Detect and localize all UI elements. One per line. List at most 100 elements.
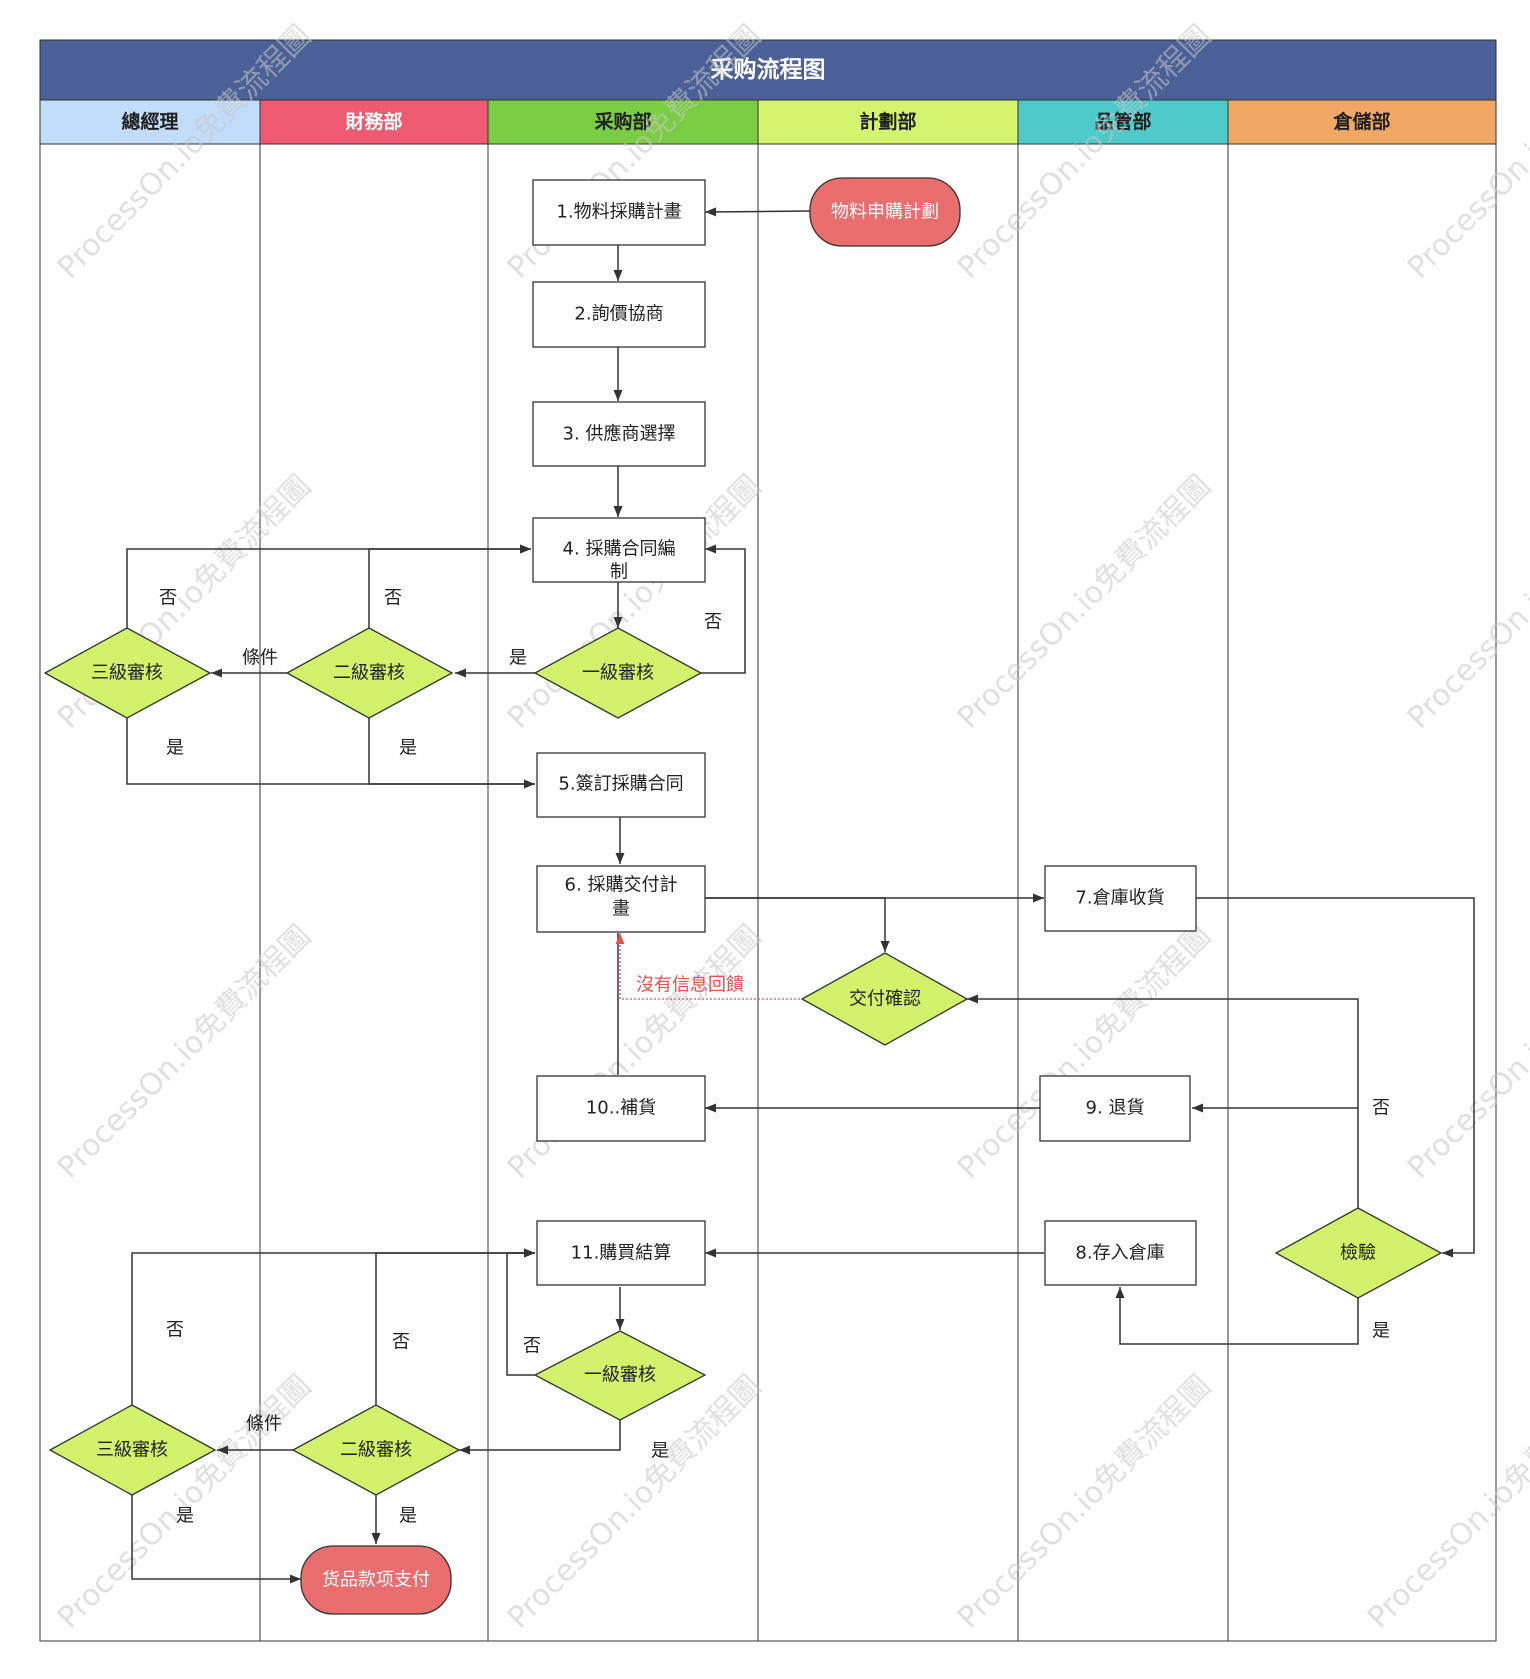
label-condition-upper: 條件 — [242, 648, 278, 669]
node-payment[interactable]: 货品款项支付 — [300, 1545, 452, 1615]
edge-inspect-yes-to-n8 — [1115, 1287, 1359, 1345]
label-no-d3b: 否 — [166, 1320, 184, 1341]
node-replenish[interactable]: 10..補貨 — [536, 1075, 706, 1142]
svg-text:10..補貨: 10..補貨 — [586, 1098, 656, 1119]
decision-level1-review-contract[interactable]: 一級審核 — [533, 627, 703, 719]
svg-text:二級審核: 二級審核 — [333, 663, 405, 684]
node-delivery-plan[interactable]: 6. 採購交付計 畫 — [536, 865, 706, 933]
edge-d2b-no-to-n11 — [375, 1248, 535, 1405]
swimlane-bodies — [39, 143, 1497, 1642]
svg-text:三級審核: 三級審核 — [96, 1440, 168, 1461]
decision-level2-review-settlement[interactable]: 二級審核 — [291, 1404, 461, 1496]
label-yes-d2a: 是 — [399, 738, 417, 759]
svg-text:货品款项支付: 货品款项支付 — [322, 1570, 430, 1591]
edge-feedback-to-n6 — [615, 933, 800, 1000]
svg-text:交付確認: 交付確認 — [849, 989, 921, 1010]
decision-level3-review-contract[interactable]: 三級審核 — [43, 627, 212, 719]
watermarks: ProcessOn.io免費流程圖 ProcessOn.io免費流程圖 Proc… — [51, 19, 1530, 1636]
svg-text:9. 退貨: 9. 退貨 — [1086, 1098, 1145, 1119]
node-supplier-selection[interactable]: 3. 供應商選擇 — [532, 401, 706, 467]
edge-inspect-no-to-confirm — [967, 994, 1359, 1208]
svg-text:3. 供應商選擇: 3. 供應商選擇 — [563, 423, 676, 445]
label-no-feedback: 沒有信息回饋 — [636, 975, 744, 996]
svg-text:ProcessOn.io免費流程圖: ProcessOn.io免費流程圖 — [501, 919, 768, 1186]
svg-text:財務部: 財務部 — [345, 110, 402, 133]
node-contract-drafting[interactable]: 4. 採購合同編 制 — [532, 517, 706, 583]
decision-level1-review-settlement[interactable]: 一級審核 — [533, 1330, 707, 1421]
svg-text:檢驗: 檢驗 — [1340, 1243, 1376, 1264]
edge-labels: 否 否 否 條件 是 是 是 否 是 否 否 否 條件 是 是 是 沒有信息回饋 — [159, 588, 1390, 1527]
label-yes-inspect: 是 — [1372, 1321, 1390, 1342]
svg-text:制: 制 — [610, 562, 628, 583]
edge-d3b-yes-to-payment — [131, 1495, 301, 1584]
title-bar — [39, 39, 1497, 101]
edge-n6-to-confirm — [705, 897, 890, 952]
svg-text:2.詢價協商: 2.詢價協商 — [574, 304, 663, 325]
label-no-d1b: 否 — [523, 1336, 541, 1357]
label-yes-d3b: 是 — [176, 1506, 194, 1527]
svg-text:6. 採購交付計: 6. 採購交付計 — [565, 875, 678, 896]
svg-text:ProcessOn.io免費流程圖: ProcessOn.io免費流程圖 — [951, 1369, 1218, 1636]
lane-header-purchasing: 采购部 — [487, 99, 759, 145]
diagram-title: 采购流程图 — [711, 56, 826, 83]
label-yes-d1a: 是 — [509, 648, 527, 669]
label-no-d3a: 否 — [159, 588, 177, 609]
svg-text:三級審核: 三級審核 — [91, 663, 163, 684]
label-no-inspect: 否 — [1372, 1098, 1390, 1119]
node-warehouse-receipt[interactable]: 7.倉庫收貨 — [1044, 865, 1197, 932]
svg-text:一級審核: 一級審核 — [584, 1365, 656, 1386]
svg-text:ProcessOn.io免費流程圖: ProcessOn.io免費流程圖 — [1401, 469, 1530, 736]
node-price-negotiation[interactable]: 2.詢價協商 — [532, 281, 706, 348]
svg-text:物料申購計劃: 物料申購計劃 — [831, 202, 939, 223]
svg-text:7.倉庫收貨: 7.倉庫收貨 — [1075, 888, 1164, 909]
label-no-d2a: 否 — [384, 588, 402, 609]
svg-text:品管部: 品管部 — [1094, 110, 1151, 133]
svg-text:ProcessOn.io免費流程圖: ProcessOn.io免費流程圖 — [951, 469, 1218, 736]
svg-text:計劃部: 計劃部 — [859, 110, 916, 133]
label-no-d2b: 否 — [392, 1332, 410, 1353]
lane-header-general-manager: 總經理 — [39, 99, 261, 145]
lane-header-warehouse: 倉儲部 — [1227, 99, 1497, 145]
edge-d1a-no-loop — [701, 544, 746, 674]
node-purchase-settlement[interactable]: 11.購買結算 — [536, 1220, 706, 1286]
node-sign-contract[interactable]: 5.簽訂採購合同 — [536, 752, 706, 818]
edge-d1b-yes-to-d2b — [459, 1420, 621, 1455]
edge-d3b-no-to-n11 — [131, 1248, 535, 1405]
svg-text:1.物料採購計畫: 1.物料採購計畫 — [556, 202, 681, 223]
node-store-warehouse[interactable]: 8.存入倉庫 — [1044, 1220, 1197, 1286]
label-yes-d2b: 是 — [399, 1506, 417, 1527]
edge-d1b-no-to-n11 — [506, 1248, 535, 1376]
svg-text:倉儲部: 倉儲部 — [1332, 110, 1390, 133]
decision-delivery-confirm[interactable]: 交付確認 — [800, 952, 969, 1046]
svg-text:二級審核: 二級審核 — [340, 1440, 412, 1461]
svg-text:ProcessOn.io免費流程圖: ProcessOn.io免費流程圖 — [1361, 1369, 1530, 1636]
svg-text:8.存入倉庫: 8.存入倉庫 — [1075, 1243, 1164, 1264]
edge-d2a-yes-to-n5 — [368, 718, 535, 785]
svg-text:11.購買結算: 11.購買結算 — [571, 1243, 672, 1264]
edge-request-to-n1 — [704, 207, 811, 217]
svg-text:ProcessOn.io免費流程圖: ProcessOn.io免費流程圖 — [1401, 919, 1530, 1186]
svg-text:5.簽訂採購合同: 5.簽訂採購合同 — [558, 774, 683, 795]
svg-text:總經理: 總經理 — [121, 110, 178, 133]
edge-n7-to-inspect — [1196, 897, 1475, 1258]
label-yes-d3a: 是 — [166, 738, 184, 759]
label-no-d1a: 否 — [704, 612, 722, 633]
svg-text:畫: 畫 — [612, 899, 630, 920]
svg-text:ProcessOn.io免費流程圖: ProcessOn.io免費流程圖 — [51, 919, 318, 1186]
lane-header-finance: 財務部 — [259, 99, 489, 145]
connectors — [126, 207, 1475, 1584]
decision-inspection[interactable]: 檢驗 — [1274, 1207, 1443, 1299]
decision-level2-review-contract[interactable]: 二級審核 — [285, 627, 454, 719]
lane-header-planning: 計劃部 — [757, 99, 1019, 145]
decision-level3-review-settlement[interactable]: 三級審核 — [48, 1404, 217, 1496]
node-request-plan[interactable]: 物料申購計劃 — [809, 177, 961, 247]
lane-header-quality: 品管部 — [1017, 99, 1229, 145]
svg-text:采购部: 采购部 — [594, 110, 651, 133]
svg-text:ProcessOn.io免費流程圖: ProcessOn.io免費流程圖 — [951, 919, 1218, 1186]
svg-text:4. 採購合同編: 4. 採購合同編 — [563, 539, 676, 560]
node-return-goods[interactable]: 9. 退貨 — [1039, 1075, 1191, 1142]
label-yes-d1b: 是 — [651, 1441, 669, 1462]
edge-d3a-no-to-n4 — [126, 544, 531, 628]
node-material-plan[interactable]: 1.物料採購計畫 — [532, 179, 706, 246]
